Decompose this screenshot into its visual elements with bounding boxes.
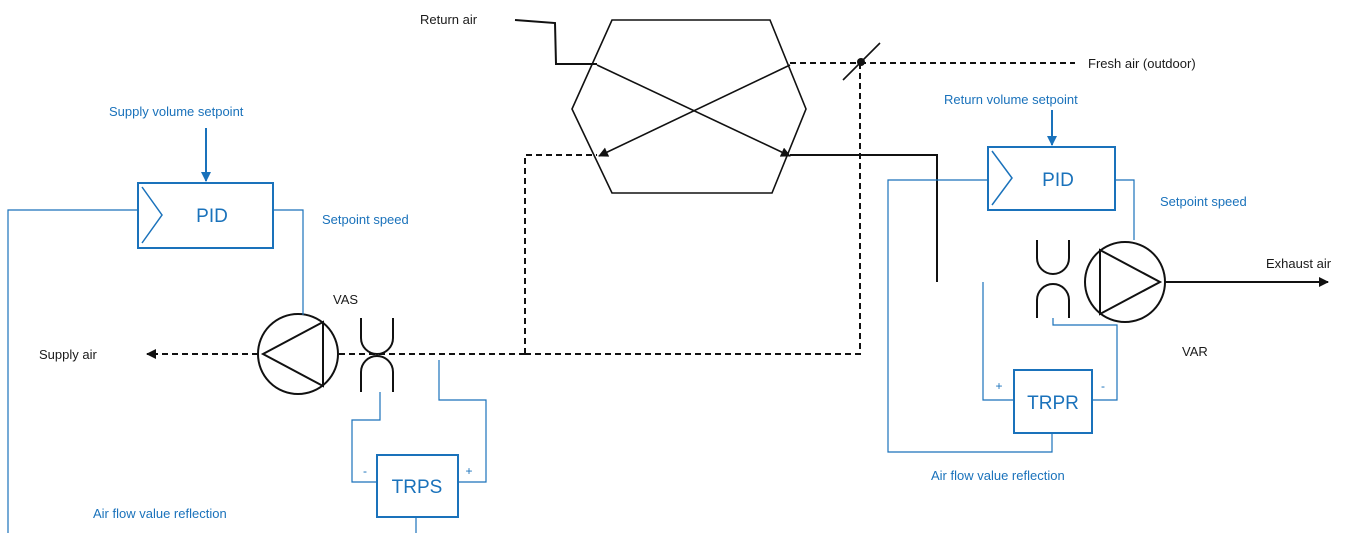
fresh-air-duct [146, 62, 1075, 359]
air-flow-reflection-supply-label: Air flow value reflection [93, 506, 227, 521]
trpr-plus-sign: + [995, 379, 1002, 393]
trpr-block: TRPR [1013, 369, 1093, 434]
pid-supply-block: PID [137, 182, 274, 249]
supply-volume-setpoint-label: Supply volume setpoint [109, 104, 244, 119]
setpoint-speed-return-label: Setpoint speed [1160, 194, 1247, 209]
var-fan [1084, 241, 1166, 323]
return-control-wiring [887, 110, 1135, 453]
fresh-air-label: Fresh air (outdoor) [1088, 56, 1196, 71]
pid-return-block: PID [987, 146, 1116, 211]
exhaust-air-label: Exhaust air [1266, 256, 1332, 271]
air-flow-reflection-return-label: Air flow value reflection [931, 468, 1065, 483]
trpr-minus-sign: - [1101, 379, 1105, 393]
return-volume-setpoint-label: Return volume setpoint [944, 92, 1078, 107]
trps-plus-sign: + [465, 464, 472, 478]
trps-block: TRPS [376, 454, 459, 518]
trps-minus-sign: - [363, 464, 367, 478]
var-flow-sensor [1036, 240, 1070, 318]
setpoint-speed-supply-label: Setpoint speed [322, 212, 409, 227]
var-label: VAR [1182, 344, 1208, 359]
vas-label: VAS [333, 292, 358, 307]
supply-air-label: Supply air [39, 347, 97, 362]
pid-return-label: PID [1042, 170, 1074, 191]
supply-control-wiring [7, 128, 487, 533]
trps-label: TRPS [392, 477, 443, 498]
return-air-duct [514, 19, 1329, 287]
vas-flow-sensor [360, 318, 394, 392]
trpr-label: TRPR [1027, 393, 1079, 414]
return-air-label: Return air [420, 12, 478, 27]
pid-supply-label: PID [196, 206, 228, 227]
heat-exchanger [571, 19, 807, 194]
vas-fan [257, 313, 339, 395]
damper [842, 42, 881, 81]
